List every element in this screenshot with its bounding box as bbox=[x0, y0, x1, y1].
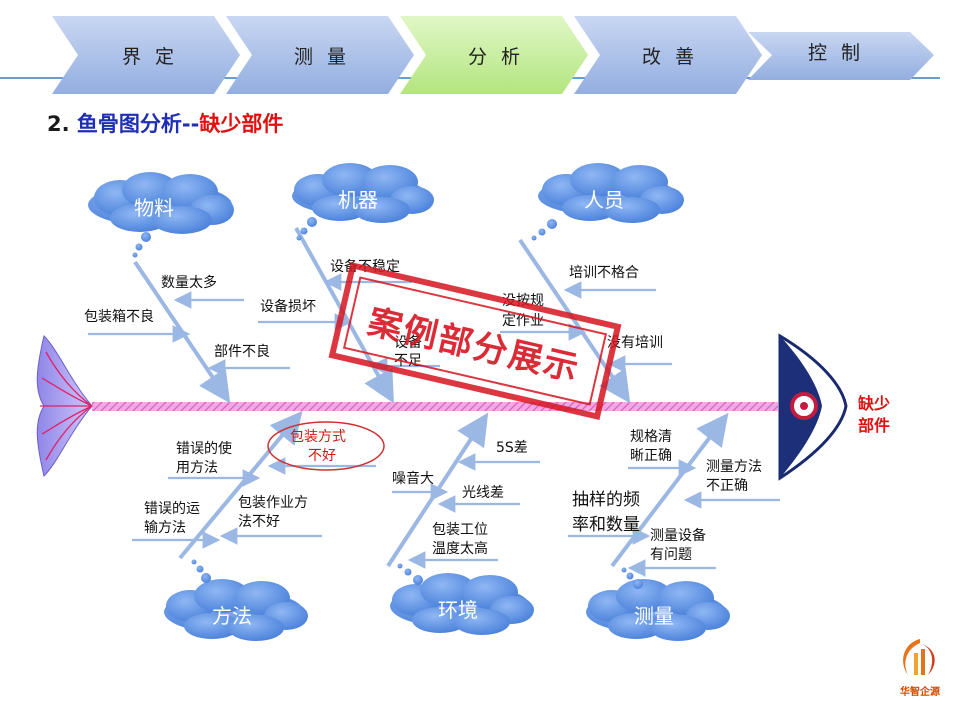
step-improve-label: 改善 bbox=[641, 46, 708, 68]
cause-meas-4b: 有问题 bbox=[650, 547, 692, 563]
step-control-chevron[interactable] bbox=[748, 32, 934, 80]
title-highlight: 缺少部件 bbox=[199, 112, 284, 136]
cause-people-2b: 定作业 bbox=[502, 313, 544, 329]
title-number: 2. bbox=[47, 112, 70, 136]
cloud-machine bbox=[292, 163, 434, 241]
company-logo: 华智企源 bbox=[890, 635, 950, 715]
cause-material-1: 数量太多 bbox=[161, 275, 217, 291]
step-analyze-label: 分析 bbox=[467, 46, 534, 68]
cause-method-4b: 法不好 bbox=[238, 514, 280, 530]
cloud-material bbox=[88, 172, 234, 258]
title-main: 鱼骨图分析-- bbox=[76, 112, 200, 136]
cause-method-1b: 用方法 bbox=[176, 460, 218, 476]
category-environment: 环境 bbox=[438, 598, 478, 622]
category-people: 人员 bbox=[584, 188, 624, 212]
step-improve-chevron[interactable] bbox=[574, 16, 762, 94]
cloud-method bbox=[164, 559, 308, 641]
step-define-chevron[interactable] bbox=[52, 16, 240, 94]
bone-people bbox=[518, 238, 631, 404]
cause-method-2b: 不好 bbox=[308, 448, 336, 464]
step-measure-chevron[interactable] bbox=[226, 16, 414, 94]
cause-env-4a: 包装工位 bbox=[432, 522, 488, 538]
process-header bbox=[0, 16, 940, 94]
step-measure-label: 测量 bbox=[293, 46, 360, 68]
fish-spine bbox=[92, 402, 778, 411]
page-title: 2. 鱼骨图分析--缺少部件 bbox=[47, 108, 283, 138]
cause-env-4b: 温度太高 bbox=[432, 541, 488, 557]
cause-people-1: 培训不格合 bbox=[569, 265, 639, 281]
category-measurement: 测量 bbox=[634, 604, 674, 628]
cause-material-3: 部件不良 bbox=[214, 344, 270, 360]
cause-machine-4: 不足 bbox=[394, 353, 422, 369]
cause-meas-4a: 测量设备 bbox=[650, 528, 706, 544]
logo-mark bbox=[903, 639, 935, 675]
cause-people-3: 没有培训 bbox=[607, 335, 663, 351]
cloud-measurement bbox=[586, 567, 730, 641]
fish-head bbox=[778, 333, 848, 481]
step-analyze-chevron[interactable] bbox=[400, 16, 588, 94]
cause-people-2a: 没按规 bbox=[502, 293, 544, 309]
cause-machine-1: 设备不稳定 bbox=[330, 259, 400, 275]
cause-meas-1b: 晰正确 bbox=[630, 448, 672, 464]
cause-meas-2b: 不正确 bbox=[706, 478, 748, 494]
cloud-environment bbox=[390, 563, 534, 635]
cause-env-2: 噪音大 bbox=[392, 471, 434, 487]
cause-method-3b: 输方法 bbox=[144, 520, 186, 536]
bone-method bbox=[178, 410, 303, 560]
step-control-label: 控制 bbox=[807, 42, 874, 64]
cause-meas-1a: 规格清 bbox=[630, 429, 672, 445]
cause-method-2a: 包装方式 bbox=[290, 429, 346, 445]
cause-method-1a: 错误的使 bbox=[176, 441, 232, 457]
effect-line-2: 部件 bbox=[858, 416, 891, 435]
cause-method-3a: 错误的运 bbox=[144, 501, 200, 517]
cause-meas-3a: 抽样的频 bbox=[572, 490, 640, 510]
cause-method-4a: 包装作业方 bbox=[238, 495, 308, 511]
category-material: 物料 bbox=[134, 196, 174, 220]
cloud-people bbox=[531, 163, 684, 241]
cause-material-2: 包装箱不良 bbox=[84, 309, 154, 325]
cause-meas-2a: 测量方法 bbox=[706, 459, 762, 475]
step-define-label: 界定 bbox=[121, 46, 188, 68]
cause-machine-2: 设备损坏 bbox=[260, 299, 316, 315]
bone-measurement bbox=[610, 412, 729, 568]
cause-env-3: 光线差 bbox=[462, 485, 504, 501]
effect-line-1: 缺少 bbox=[858, 394, 891, 413]
fish-tail bbox=[36, 335, 93, 477]
highlight-ellipse bbox=[267, 421, 385, 471]
effect-label: 缺少 部件 bbox=[858, 393, 890, 437]
cause-machine-3: 设备 bbox=[394, 335, 422, 351]
cause-meas-3b: 率和数量 bbox=[572, 515, 640, 535]
logo-text: 华智企源 bbox=[900, 687, 940, 698]
cause-env-1: 5S差 bbox=[496, 440, 528, 456]
category-machine: 机器 bbox=[338, 188, 378, 212]
category-method: 方法 bbox=[212, 604, 252, 628]
